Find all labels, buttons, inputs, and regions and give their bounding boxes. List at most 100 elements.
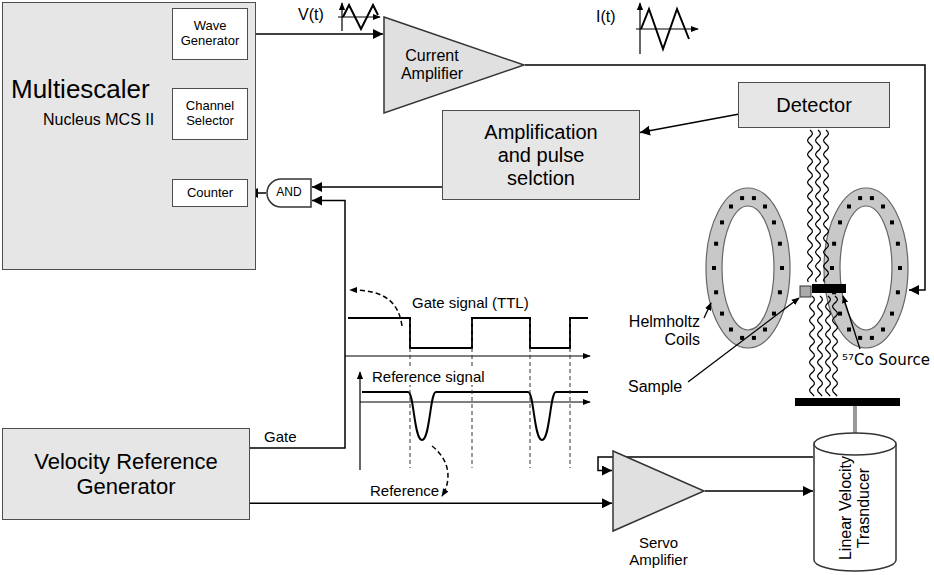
winding-dot [778,242,782,246]
winding-dot [752,196,756,200]
winding-dot [870,196,874,200]
triangle-waveform [641,9,689,49]
reference-signal-trace [362,392,588,440]
connector [250,503,612,505]
node-text: Current Amplifier [391,47,473,84]
shape-path [814,444,896,571]
gamma-ray [808,130,813,282]
gamma-ray [818,296,823,396]
gate-signal-trace [348,318,588,348]
node-text: Amplification and pulse selction [471,121,611,190]
connector [250,201,345,449]
winding-dot [714,242,718,246]
winding-dot [898,266,902,270]
gamma-ray [810,296,815,396]
winding-dot [772,312,776,316]
winding-dot [838,220,842,224]
timing-guide [570,320,571,468]
winding-dot [870,336,874,340]
transducer-cylinder: Linear Velocity Trasnducer [813,432,897,572]
connector [640,114,738,132]
node-text: Wave Generator [177,19,243,49]
node-text: AND [276,186,301,200]
leader-arrow [688,298,799,382]
helmholtz-coil [824,188,908,348]
winding-dot [772,220,776,224]
leader-arrow [704,303,711,318]
source-holder-plate [795,398,900,406]
triangle-waveform [343,5,378,29]
node-text: Nucleus MCS II [43,111,154,129]
winding-dot [740,196,744,200]
node-text: Linear Velocity Trasnducer [837,453,872,563]
annotation-label: V(t) [298,6,324,24]
node-text: Detector [776,94,852,117]
node-text: Velocity Reference Generator [7,449,245,500]
winding-dot [847,328,851,332]
generator-box: Velocity Reference Generator [2,428,250,520]
winding-dot [752,336,756,340]
annotation-label: Gate signal (TTL) [410,294,531,311]
timing-guide [472,320,473,468]
and-gate: AND [266,178,312,208]
helmholtz-coil [706,188,790,348]
node-text: Multiescaler [11,75,150,105]
plot-axis [359,372,360,470]
node-text: Servo Amplifier [612,534,705,569]
winding-dot [729,205,733,209]
winding-dot [832,242,836,246]
shape-outline [612,450,705,532]
connector [705,490,813,492]
process-box: Amplification and pulse selction [442,110,640,200]
gamma-ray [824,130,829,282]
winding-dot [890,220,894,224]
winding-dot [778,290,782,294]
timing-guides [410,320,570,468]
dashed-arrow [350,290,402,326]
detector-box: Detector [738,82,890,128]
gamma-ray [833,296,838,396]
plot-axis [345,355,590,356]
annotation-label: Helmholtz Coils [618,313,700,350]
node-text: Channel Selector [177,99,243,129]
winding-dot [830,266,834,270]
winding-dot [763,205,767,209]
winding-dot [763,328,767,332]
annotation-label: I(t) [596,8,616,26]
module-box: Wave Generator [172,8,248,60]
connector [312,186,442,188]
winding-dot [780,266,784,270]
edge-label: Gate [262,428,299,445]
winding-dot [838,312,842,316]
module-box: Channel Selector [172,88,248,140]
winding-dot [847,205,851,209]
annotation-label: Sample [628,378,682,396]
timing-guide [530,320,531,468]
winding-dot [714,290,718,294]
coil-opening [722,206,774,330]
amplifier-triangle: Current Amplifier [383,16,525,114]
connector [248,33,383,35]
winding-dot [712,266,716,270]
shape-path [613,451,704,531]
winding-dot [896,242,900,246]
amplifier-triangle: Servo Amplifier [612,450,705,532]
gamma-ray [826,296,831,396]
sample-square [800,286,811,297]
shape-path [267,179,311,207]
module-box: Counter [172,179,248,207]
annotation-label: Reference signal [370,368,487,385]
winding-dot [720,312,724,316]
winding-dot [858,336,862,340]
shape-top [814,433,896,455]
node-text: Counter [187,186,233,201]
winding-dot [720,220,724,224]
winding-dot [729,328,733,332]
winding-dot [881,205,885,209]
winding-dot [890,312,894,316]
edge-label: Reference [368,482,441,499]
winding-dot [858,196,862,200]
leader-arrow [843,296,860,349]
waveform-axis [636,28,698,29]
